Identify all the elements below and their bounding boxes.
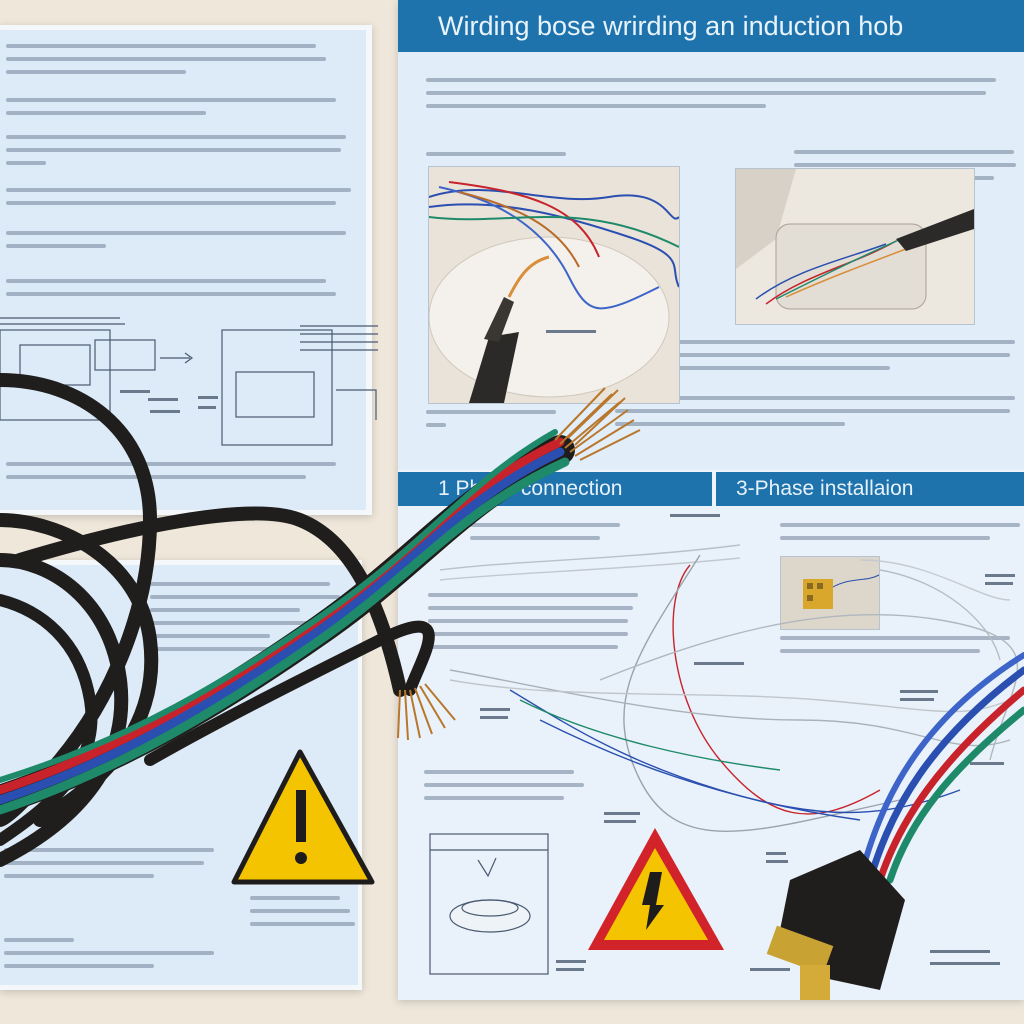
right-caption-5 <box>426 410 576 436</box>
thin-wires <box>439 544 1019 832</box>
left-lower-text-3 <box>4 938 224 977</box>
photo-hob-wiring <box>428 166 680 404</box>
left-lower-text-2 <box>4 848 224 887</box>
warning-triangle-icon <box>588 828 724 950</box>
hob-diagram <box>429 833 549 975</box>
right-cable <box>857 652 1024 884</box>
right-caption-3 <box>640 340 1015 379</box>
left-panel <box>0 30 366 510</box>
right-caption-4 <box>615 396 1015 435</box>
plug <box>766 850 905 1000</box>
section1-text-2 <box>428 593 638 658</box>
main-cable <box>0 429 575 815</box>
section1-text <box>470 523 640 549</box>
warning-caption <box>250 896 360 935</box>
photo-hob-terminal <box>735 168 975 325</box>
left-text-block-3 <box>6 135 346 174</box>
installation-diagram-left <box>0 317 378 446</box>
section3-text-2 <box>780 636 1010 662</box>
copper-strands <box>397 387 641 741</box>
section1-bottom-text <box>424 770 594 809</box>
page-title: Wirding bose wrirding an induction hob <box>398 0 1024 52</box>
warning-triangle-icon <box>231 749 375 885</box>
left-text-block-2 <box>6 98 336 124</box>
left-text-block-5 <box>6 231 346 257</box>
left-text-block-6 <box>6 279 346 305</box>
left-lower-text <box>150 582 340 660</box>
right-intro-text <box>426 78 996 117</box>
left-text-block-4 <box>6 188 351 214</box>
section3-text <box>780 523 1020 549</box>
right-caption-1 <box>426 152 576 165</box>
photo-terminal-block <box>780 556 880 630</box>
left-text-block-1 <box>6 44 336 83</box>
section-title-3phase: 3-Phase installaion <box>716 472 1024 506</box>
left-text-block-7 <box>6 462 346 488</box>
